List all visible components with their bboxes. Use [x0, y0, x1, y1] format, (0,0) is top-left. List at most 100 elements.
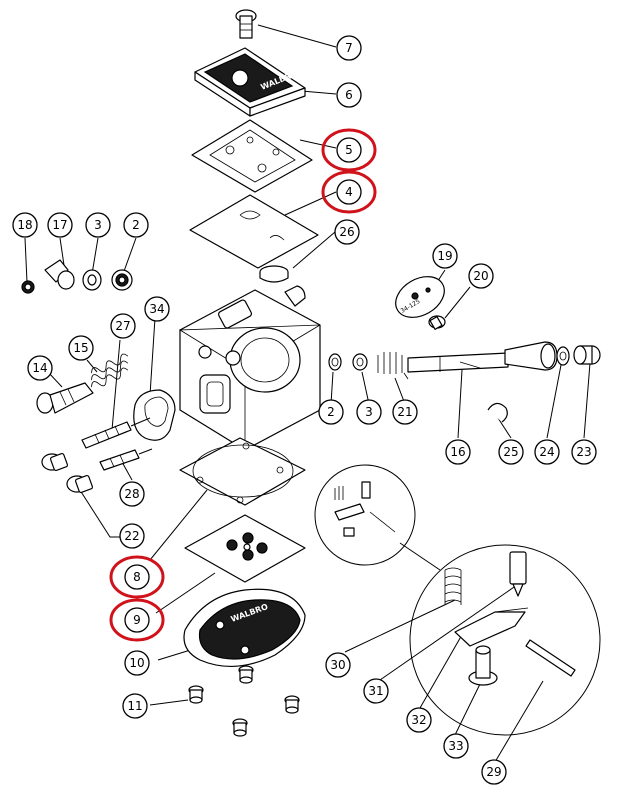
needle-valve-icon: [99, 448, 153, 471]
needle-valve-icon: [81, 417, 151, 449]
callout-label: 32: [411, 713, 426, 727]
spring-icon: [377, 352, 409, 380]
clip-icon: [487, 402, 508, 423]
callout-circle: [534, 439, 560, 465]
callout-circle: [123, 212, 149, 238]
washer-icon: [556, 346, 570, 366]
callout-2: 2: [123, 212, 149, 238]
pump-disc-icon: 34-125: [395, 276, 445, 318]
screw-icon: [21, 280, 35, 294]
callout-label: 4: [345, 185, 353, 199]
detail-magnifier-icon: [314, 464, 416, 566]
callout-label: 8: [133, 570, 141, 584]
callout-circle: [336, 179, 362, 205]
callout-label: 6: [345, 88, 353, 102]
needle-valve-icon: [36, 382, 94, 414]
callout-circle: [336, 137, 362, 163]
callout-circle: [85, 212, 111, 238]
callout-circle: [12, 212, 38, 238]
callout-circle: [124, 564, 150, 590]
callout-label: 3: [94, 218, 102, 232]
callout-31: 31: [363, 678, 389, 704]
leader-lines: [24, 24, 591, 763]
callout-3: 3: [356, 399, 382, 425]
callout-circle: [68, 335, 94, 361]
callout-label: 29: [486, 765, 501, 779]
callout-20: 20: [468, 263, 494, 289]
callout-circle: [124, 607, 150, 633]
diaphragm-icon: [189, 194, 319, 269]
callout-16: 16: [445, 439, 471, 465]
gasket-icon: [191, 119, 313, 193]
callout-17: 17: [47, 212, 73, 238]
callout-circle: [318, 399, 344, 425]
callout-26: 26: [334, 219, 360, 245]
callout-4: 4: [336, 179, 362, 205]
detail-magnifier-icon: [409, 544, 601, 736]
bushing-icon: [573, 345, 601, 365]
callout-29: 29: [481, 759, 507, 785]
callout-circle: [468, 263, 494, 289]
callout-label: 26: [339, 225, 354, 239]
callout-label: 33: [448, 739, 463, 753]
callout-34: 34: [144, 296, 170, 322]
callout-28: 28: [119, 481, 145, 507]
callout-14: 14: [27, 355, 53, 381]
screw-icon: [232, 718, 248, 737]
spring-icon: [91, 353, 129, 388]
callout-circle: [356, 399, 382, 425]
callout-label: 2: [132, 218, 140, 232]
cup-icon: [259, 265, 289, 283]
callout-label: 2: [327, 405, 335, 419]
callout-label: 21: [397, 405, 412, 419]
highlight-rings: [109, 128, 377, 642]
carburetor-body-icon: [178, 285, 321, 451]
callout-label: 18: [17, 218, 32, 232]
callout-circle: [336, 82, 362, 108]
callout-circle: [110, 313, 136, 339]
screw-icon: [428, 315, 446, 330]
callout-25: 25: [498, 439, 524, 465]
callout-circle: [336, 35, 362, 61]
callout-label: 19: [437, 249, 452, 263]
callout-circle: [406, 707, 432, 733]
callout-circle: [119, 523, 145, 549]
callout-circle: [27, 355, 53, 381]
washer-icon: [82, 269, 102, 291]
callout-label: 11: [127, 699, 142, 713]
callout-label: 9: [133, 613, 141, 627]
callout-circle: [443, 733, 469, 759]
callout-label: 5: [345, 143, 353, 157]
callout-circle: [124, 650, 150, 676]
highlight-ring-9: [109, 598, 165, 642]
washer-icon: [352, 353, 368, 371]
callout-circle: [392, 399, 418, 425]
gasket-icon: [179, 437, 306, 506]
callout-circle: [325, 652, 351, 678]
screw-icon: [235, 9, 257, 39]
callout-label: 22: [124, 529, 139, 543]
callout-7: 7: [336, 35, 362, 61]
callout-circle: [119, 481, 145, 507]
callout-6: 6: [336, 82, 362, 108]
washer-icon: [111, 269, 133, 291]
cap-icon: [41, 452, 94, 494]
callout-circle: [144, 296, 170, 322]
diaphragm-icon: [184, 514, 306, 583]
callout-label: 16: [450, 445, 465, 459]
callout-label: 25: [503, 445, 518, 459]
callout-9: 9: [124, 607, 150, 633]
callout-circle: [432, 243, 458, 269]
callout-label: 14: [32, 361, 47, 375]
callout-circle: [445, 439, 471, 465]
callout-5: 5: [336, 137, 362, 163]
callout-22: 22: [119, 523, 145, 549]
callout-circle: [334, 219, 360, 245]
highlight-ring-4: [321, 170, 377, 214]
callout-15: 15: [68, 335, 94, 361]
callout-2: 2: [318, 399, 344, 425]
callout-label: 28: [124, 487, 139, 501]
lever-icon: [44, 259, 75, 290]
